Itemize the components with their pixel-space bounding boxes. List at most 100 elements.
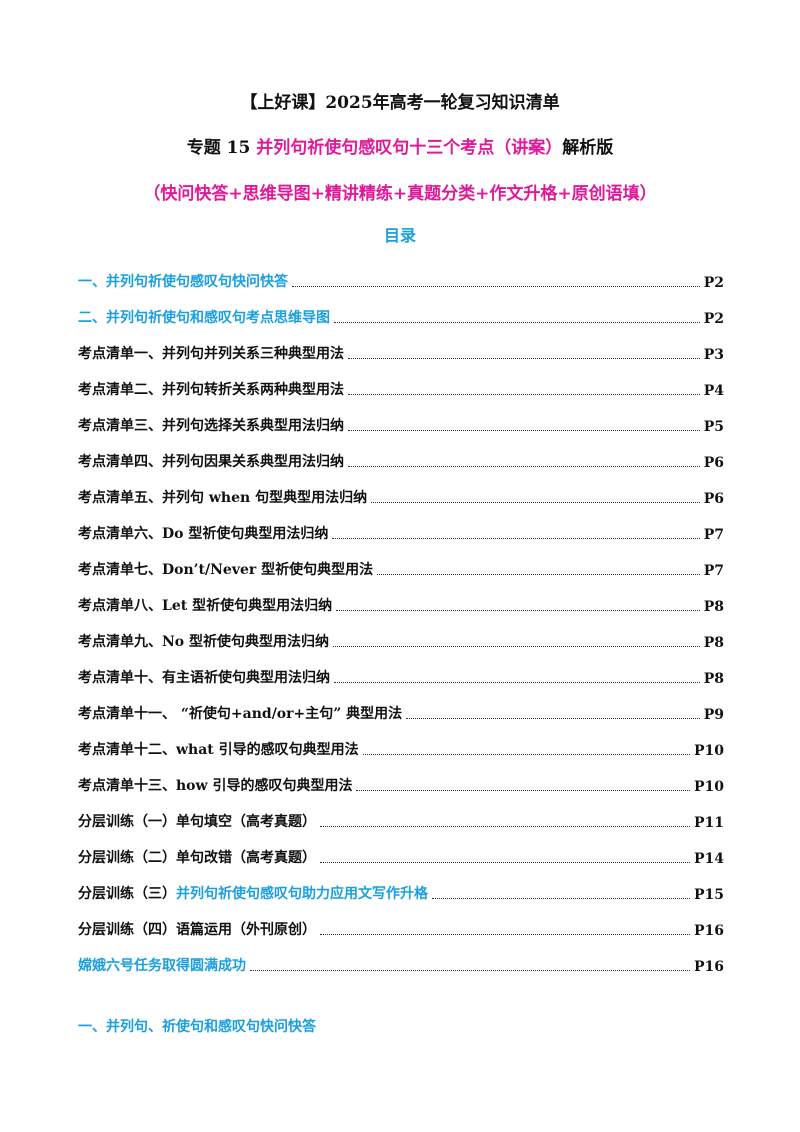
toc-entry-label: 考点清单六、Do 型祈使句典型用法归纳 bbox=[78, 523, 328, 543]
toc-entry-label: 考点清单三、并列句选择关系典型用法归纳 bbox=[78, 415, 344, 435]
doc-title: 【上好课】2025年高考一轮复习知识清单 bbox=[240, 93, 560, 113]
toc-entry-label: 考点清单七、Don’t/Never 型祈使句典型用法 bbox=[78, 559, 373, 579]
toc-page-number: P11 bbox=[693, 815, 724, 831]
toc-entry[interactable]: 嫦娥六号任务取得圆满成功 P16 bbox=[78, 939, 724, 975]
toc-page-number: P4 bbox=[703, 383, 724, 399]
toc-dot-leader bbox=[432, 897, 690, 899]
toc-entry-prefix: 考点清单八、Let 型祈使句典型用法归纳 bbox=[78, 598, 333, 614]
toc-entry-prefix: 分层训练（四）语篇运用（外刊原创） bbox=[78, 922, 316, 938]
toc-dot-leader bbox=[320, 825, 690, 827]
toc-entry-label: 考点清单八、Let 型祈使句典型用法归纳 bbox=[78, 595, 332, 615]
subtitle-topic: 并列句祈使句感叹句十三个考点（讲案） bbox=[256, 138, 563, 158]
section-heading: 一、并列句、祈使句和感叹句快问快答 bbox=[78, 1019, 316, 1035]
toc-entry-label: 考点清单十一、 “祈使句+and/or+主句” 典型用法 bbox=[78, 703, 402, 723]
toc-entry[interactable]: 考点清单二、并列句转折关系两种典型用法 P4 bbox=[78, 363, 724, 399]
toc-dot-leader bbox=[320, 861, 690, 863]
toc-dot-leader bbox=[320, 933, 690, 935]
toc-entry-label: 分层训练（一）单句填空（高考真题） bbox=[78, 811, 316, 831]
toc-entry[interactable]: 考点清单八、Let 型祈使句典型用法归纳 P8 bbox=[78, 579, 724, 615]
toc-dot-leader bbox=[336, 609, 700, 611]
toc-entry-label: 嫦娥六号任务取得圆满成功 bbox=[78, 955, 246, 975]
toc-entry-label: 考点清单十三、how 引导的感叹句典型用法 bbox=[78, 775, 352, 795]
toc-entry-highlight: 二、并列句祈使句和感叹句考点思维导图 bbox=[78, 310, 330, 326]
toc-dot-leader bbox=[348, 465, 700, 467]
toc-page-number: P6 bbox=[703, 491, 724, 507]
toc-page-number: P10 bbox=[693, 743, 724, 759]
toc-entry-prefix: 考点清单四、并列句因果关系典型用法归纳 bbox=[78, 454, 344, 470]
doc-subtitle: 专题 15 并列句祈使句感叹句十三个考点（讲案）解析版 bbox=[0, 133, 800, 158]
toc-entry[interactable]: 考点清单十、有主语祈使句典型用法归纳 P8 bbox=[78, 651, 724, 687]
toc-entry-label: 一、并列句祈使句感叹句快问快答 bbox=[78, 271, 288, 291]
toc-page-number: P8 bbox=[703, 671, 724, 687]
toc-dot-leader bbox=[348, 357, 700, 359]
toc-entry-prefix: 分层训练（三） bbox=[78, 886, 176, 902]
toc-entry-prefix: 考点清单五、并列句 when 句型典型用法归纳 bbox=[78, 490, 368, 506]
toc-entry-prefix: 考点清单一、并列句并列关系三种典型用法 bbox=[78, 346, 344, 362]
toc-entry-label: 分层训练（二）单句改错（高考真题） bbox=[78, 847, 316, 867]
subtitle-suffix: 解析版 bbox=[562, 138, 614, 158]
toc-entry[interactable]: 考点清单十一、 “祈使句+and/or+主句” 典型用法 P9 bbox=[78, 687, 724, 723]
toc-entry-prefix: 考点清单三、并列句选择关系典型用法归纳 bbox=[78, 418, 344, 434]
subtitle-prefix: 专题 15 bbox=[186, 138, 257, 158]
toc-entry-prefix: 考点清单九、No 型祈使句典型用法归纳 bbox=[78, 634, 330, 650]
toc-page-number: P8 bbox=[703, 635, 724, 651]
toc-dot-leader bbox=[371, 501, 700, 503]
toc-page-number: P9 bbox=[703, 707, 724, 723]
toc-dot-leader bbox=[377, 573, 700, 575]
toc-dot-leader bbox=[356, 789, 690, 791]
toc-entry-label: 分层训练（四）语篇运用（外刊原创） bbox=[78, 919, 316, 939]
toc-entry[interactable]: 一、并列句祈使句感叹句快问快答 P2 bbox=[78, 255, 724, 291]
toc-entry-prefix: 考点清单十、有主语祈使句典型用法归纳 bbox=[78, 670, 330, 686]
toc-entry-prefix: 考点清单六、Do 型祈使句典型用法归纳 bbox=[78, 526, 329, 542]
toc-entry-label: 二、并列句祈使句和感叹句考点思维导图 bbox=[78, 307, 330, 327]
doc-features-line: （快问快答+思维导图+精讲精练+真题分类+作文升格+原创语填） bbox=[143, 184, 657, 204]
toc-entry[interactable]: 考点清单十二、what 引导的感叹句典型用法 P10 bbox=[78, 723, 724, 759]
toc-entry[interactable]: 二、并列句祈使句和感叹句考点思维导图 P2 bbox=[78, 291, 724, 327]
toc-dot-leader bbox=[362, 753, 690, 755]
toc-entry-label: 考点清单四、并列句因果关系典型用法归纳 bbox=[78, 451, 344, 471]
toc-entry[interactable]: 考点清单五、并列句 when 句型典型用法归纳 P6 bbox=[78, 471, 724, 507]
toc-entry-highlight: 嫦娥六号任务取得圆满成功 bbox=[78, 958, 246, 974]
toc-title: 目录 bbox=[383, 226, 416, 245]
toc-dot-leader bbox=[334, 681, 700, 683]
toc-entry[interactable]: 分层训练（一）单句填空（高考真题） P11 bbox=[78, 795, 724, 831]
toc-dot-leader bbox=[292, 285, 700, 287]
toc-dot-leader bbox=[348, 393, 700, 395]
toc-entry-label: 考点清单五、并列句 when 句型典型用法归纳 bbox=[78, 487, 367, 507]
toc-page-number: P10 bbox=[693, 779, 724, 795]
toc-page-number: P3 bbox=[703, 347, 724, 363]
toc-page-number: P2 bbox=[703, 311, 724, 327]
toc-entry[interactable]: 考点清单一、并列句并列关系三种典型用法 P3 bbox=[78, 327, 724, 363]
toc-entry[interactable]: 考点清单四、并列句因果关系典型用法归纳 P6 bbox=[78, 435, 724, 471]
toc-dot-leader bbox=[334, 321, 700, 323]
toc-entry-label: 考点清单二、并列句转折关系两种典型用法 bbox=[78, 379, 344, 399]
toc-entry[interactable]: 考点清单三、并列句选择关系典型用法归纳 P5 bbox=[78, 399, 724, 435]
toc-entry-highlight: 一、并列句祈使句感叹句快问快答 bbox=[78, 274, 288, 290]
toc-entry-highlight: 并列句祈使句感叹句助力应用文写作升格 bbox=[176, 886, 428, 902]
toc-dot-leader bbox=[332, 537, 700, 539]
toc-entry[interactable]: 分层训练（二）单句改错（高考真题） P14 bbox=[78, 831, 724, 867]
toc-entry[interactable]: 分层训练（四）语篇运用（外刊原创） P16 bbox=[78, 903, 724, 939]
toc-page-number: P16 bbox=[693, 923, 724, 939]
toc-dot-leader bbox=[250, 969, 690, 971]
toc-entry-label: 考点清单一、并列句并列关系三种典型用法 bbox=[78, 343, 344, 363]
toc-dot-leader bbox=[333, 645, 700, 647]
toc-page-number: P14 bbox=[693, 851, 724, 867]
toc-page-number: P5 bbox=[703, 419, 724, 435]
toc-dot-leader bbox=[406, 717, 700, 719]
toc-page-number: P6 bbox=[703, 455, 724, 471]
toc-entry-label: 考点清单十、有主语祈使句典型用法归纳 bbox=[78, 667, 330, 687]
toc-entry[interactable]: 考点清单十三、how 引导的感叹句典型用法 P10 bbox=[78, 759, 724, 795]
toc-page-number: P8 bbox=[703, 599, 724, 615]
toc-page-number: P2 bbox=[703, 275, 724, 291]
toc-entry-label: 分层训练（三）并列句祈使句感叹句助力应用文写作升格 bbox=[78, 883, 428, 903]
toc-page-number: P16 bbox=[693, 959, 724, 975]
toc-entry[interactable]: 考点清单九、No 型祈使句典型用法归纳 P8 bbox=[78, 615, 724, 651]
toc-entry-prefix: 分层训练（一）单句填空（高考真题） bbox=[78, 814, 316, 830]
toc-entry-prefix: 考点清单十三、how 引导的感叹句典型用法 bbox=[78, 778, 353, 794]
toc-dot-leader bbox=[348, 429, 700, 431]
toc-entry-prefix: 考点清单十二、what 引导的感叹句典型用法 bbox=[78, 742, 359, 758]
